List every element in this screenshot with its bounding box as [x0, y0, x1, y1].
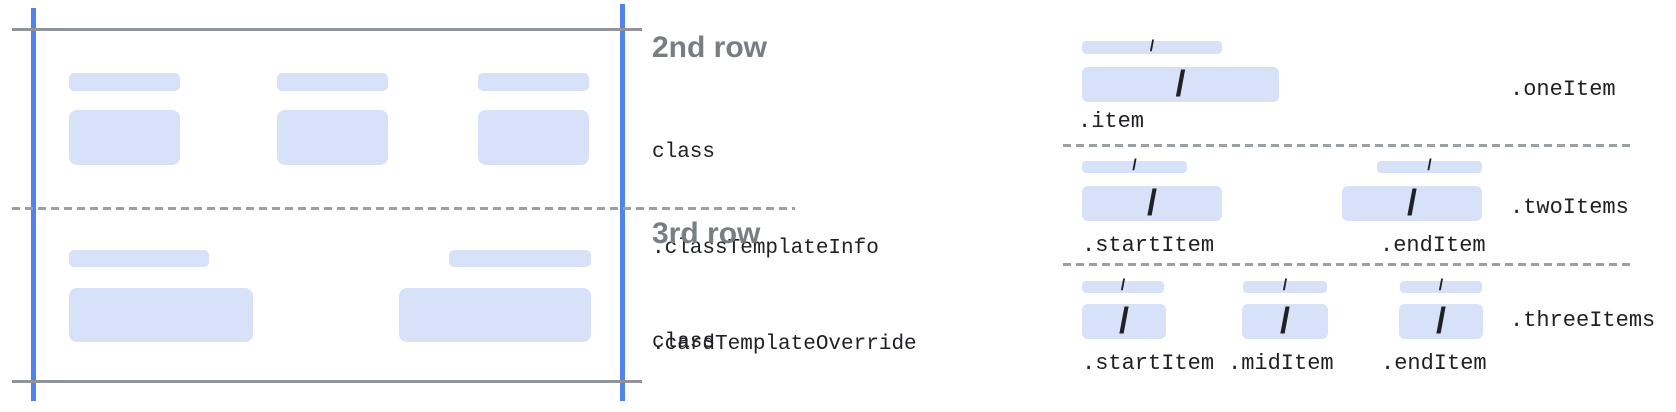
code-path-line: .classTemplateInfo [652, 237, 879, 260]
item-small-bar: / [1082, 277, 1164, 294]
value-placeholder [69, 110, 180, 165]
label-placeholder [69, 250, 209, 267]
slash-glyph: / [1282, 277, 1288, 294]
slash-glyph: / [1132, 157, 1137, 174]
slash-glyph: / [1175, 62, 1186, 104]
slash-glyph: / [1406, 181, 1417, 223]
bottom-gray-guide [12, 380, 642, 383]
label-placeholder [277, 73, 388, 91]
layout-name: .twoItems [1510, 195, 1629, 220]
label-placeholder [478, 73, 589, 91]
section-divider-dashed [1063, 263, 1630, 266]
row-heading: 2nd row [652, 31, 768, 64]
item-small-bar: / [1243, 277, 1327, 294]
item-label: .startItem [1082, 233, 1215, 258]
label-placeholder [449, 250, 591, 267]
item-large-bar: / [1342, 181, 1482, 223]
slash-glyph: / [1427, 157, 1432, 174]
slash-glyph: / [1118, 299, 1129, 341]
value-placeholder [399, 288, 591, 342]
item-small-bar: / [1400, 277, 1482, 294]
slash-glyph: / [1279, 299, 1290, 341]
row-heading: 3rd row [652, 217, 761, 250]
item-label: .startItem [1082, 351, 1215, 376]
item-large-bar: / [1082, 62, 1279, 104]
right-blue-guide [620, 4, 625, 401]
code-path-line: class [652, 331, 716, 354]
row-code-path: class .classTemplateInfo .cardTemplateOv… [652, 263, 954, 412]
slash-glyph: / [1149, 37, 1155, 55]
slash-glyph: / [1438, 277, 1444, 294]
value-placeholder [478, 110, 589, 165]
item-small-bar: / [1082, 37, 1222, 55]
section-divider-dashed [1063, 144, 1630, 147]
value-placeholder [277, 110, 388, 165]
item-large-bar: / [1242, 299, 1328, 341]
row-divider-dashed [12, 207, 795, 210]
item-small-bar: / [1082, 157, 1187, 174]
item-large-bar: / [1082, 181, 1222, 223]
layout-name: .oneItem [1510, 77, 1616, 102]
row-code-path: class .classTemplateInfo .cardTemplateOv… [652, 73, 954, 412]
item-label: .endItem [1380, 233, 1486, 258]
item-label: .endItem [1381, 351, 1487, 376]
item-small-bar: / [1377, 157, 1482, 174]
value-placeholder [69, 288, 253, 342]
item-large-bar: / [1399, 299, 1483, 341]
code-path-line: .cardTemplateOverride [652, 333, 917, 356]
item-large-bar: / [1082, 299, 1166, 341]
slash-glyph: / [1120, 277, 1126, 294]
layout-name: .threeItems [1510, 308, 1656, 333]
label-placeholder [69, 73, 180, 91]
slash-glyph: / [1435, 299, 1446, 341]
item-label: .midItem [1228, 351, 1334, 376]
code-path-line: class [652, 141, 716, 164]
left-blue-guide [31, 8, 36, 401]
top-gray-guide [12, 28, 642, 31]
slash-glyph: / [1146, 181, 1157, 223]
item-label: .item [1078, 109, 1145, 134]
